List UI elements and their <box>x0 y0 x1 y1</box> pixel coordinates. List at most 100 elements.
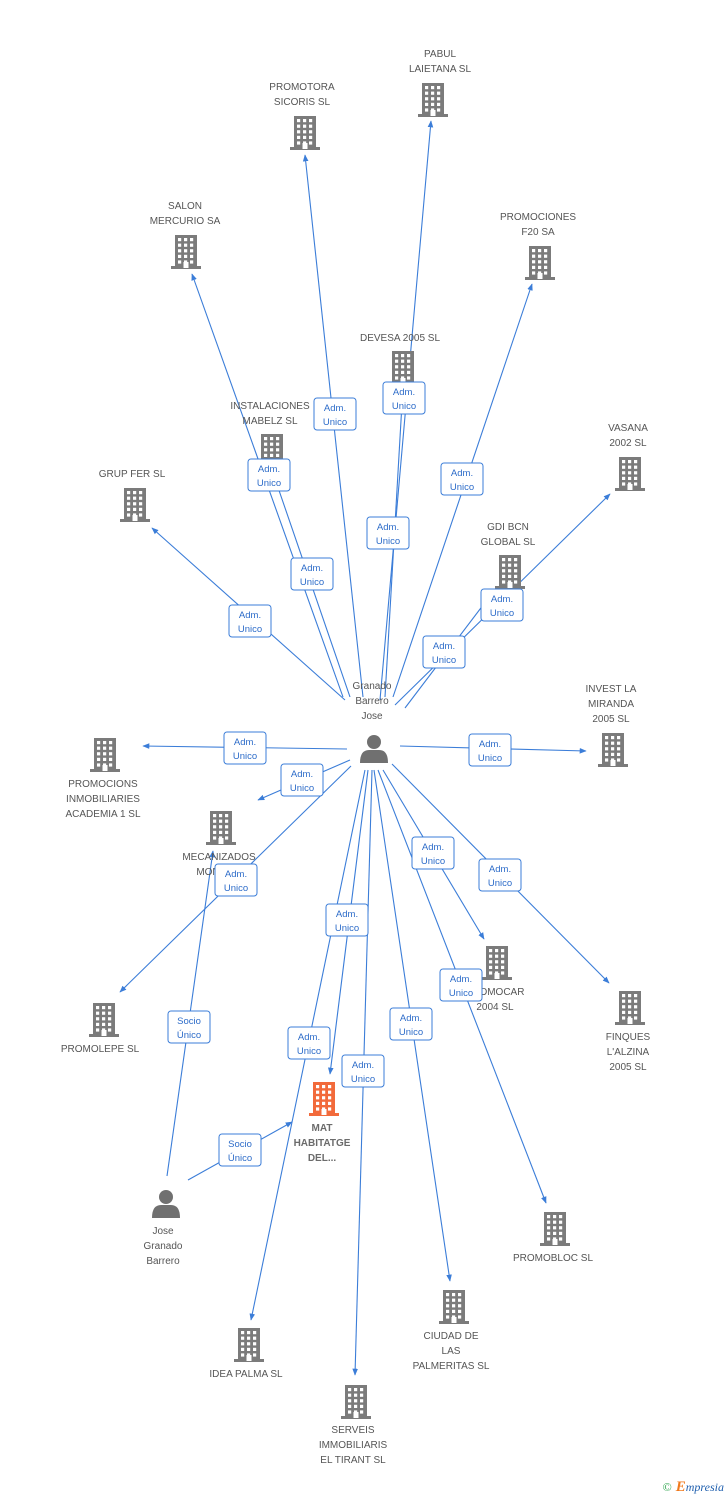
badge-text: Adm.Unico <box>323 403 347 428</box>
node-label-serveis-line: EL TIRANT SL <box>320 1455 386 1466</box>
node-label-jose-line: Jose <box>152 1226 174 1237</box>
node-label-idea: IDEA PALMA SL <box>209 1369 283 1380</box>
badge-text-line: Adm. <box>336 909 358 920</box>
badge-text: Adm.Unico <box>351 1060 375 1085</box>
building-icon-grupfer[interactable] <box>120 488 150 522</box>
badge-text-line: Adm. <box>479 739 501 750</box>
node-label-promolepe-line: PROMOLEPE SL <box>61 1044 140 1055</box>
node-label-granado-line: Granado <box>353 681 392 692</box>
building-icon-invest[interactable] <box>598 733 628 767</box>
node-label-granado-line: Jose <box>361 711 383 722</box>
node-label-promobloc-line: PROMOBLOC SL <box>513 1253 593 1264</box>
node-label-mat-habitatge-line: DEL... <box>308 1153 337 1164</box>
badge-text-line: Adm. <box>352 1060 374 1071</box>
node-label-mabelz-line: MABELZ SL <box>242 416 297 427</box>
badge-text: Adm. Unico <box>392 387 416 412</box>
building-icon-promocar[interactable] <box>482 946 512 980</box>
building-icon-mat-habitatge[interactable] <box>309 1082 339 1116</box>
node-label-academia-line: PROMOCIONS <box>68 779 138 790</box>
node-label-finques-line: 2005 SL <box>609 1062 647 1073</box>
badge-text-line: Adm. <box>301 563 323 574</box>
building-icon-ciudad[interactable] <box>439 1290 469 1324</box>
node-label-vasana-line: VASANA <box>608 423 648 434</box>
badge-text: Adm.Unico <box>399 1013 423 1038</box>
node-label-pabul-line: LAIETANA SL <box>409 64 472 75</box>
node-label-academia-line: ACADEMIA 1 SL <box>65 809 140 820</box>
node-label-grupfer-line: GRUP FER SL <box>99 469 166 480</box>
badge-text: Adm.Unico <box>421 842 445 867</box>
building-icon-vasana[interactable] <box>615 457 645 491</box>
person-icon-jose[interactable] <box>152 1190 180 1218</box>
badge-adm-unico-salon: Adm.Unico <box>247 458 291 492</box>
badge-text: Adm.Unico <box>300 563 324 588</box>
badge-text-line: Unico <box>432 655 456 666</box>
node-label-gdibcn-line: GLOBAL SL <box>481 537 536 548</box>
badge-adm-unico-idea: Adm.Unico <box>287 1026 331 1060</box>
node-label-idea-line: IDEA PALMA SL <box>209 1369 283 1380</box>
badge-text-line: Adm. <box>393 387 415 398</box>
node-label-mabelz-line: INSTALACIONES <box>230 401 310 412</box>
badge-text-line: Unico <box>488 878 512 889</box>
building-icon-academia[interactable] <box>90 738 120 772</box>
building-icon-serveis[interactable] <box>341 1385 371 1419</box>
badge-text-line: Unico <box>323 417 347 428</box>
badge-text-line: Unico <box>478 753 502 764</box>
brand-initial: E <box>675 1479 686 1495</box>
badge-adm-unico-invest: Adm. Unico <box>468 733 512 767</box>
node-label-salon-line: SALON <box>168 201 202 212</box>
badge-adm-unico-serveis: Adm.Unico <box>341 1054 385 1088</box>
building-icon-promolepe[interactable] <box>89 1003 119 1037</box>
badge-text: Adm. Unico <box>478 739 502 764</box>
building-icon-gdibcn[interactable] <box>495 555 525 589</box>
node-label-pabul-line: PABUL <box>424 49 456 60</box>
building-icon-pabul[interactable] <box>418 83 448 117</box>
badge-text: Adm.Unico <box>238 610 262 635</box>
badge-text-line: Adm. <box>489 864 511 875</box>
badge-adm-unico-mecanizados: Adm.Unico <box>280 763 324 797</box>
building-icon-promobloc[interactable] <box>540 1212 570 1246</box>
node-label-serveis-line: IMMOBILIARIS <box>319 1440 388 1451</box>
node-label-f20-line: PROMOCIONES <box>500 212 576 223</box>
badge-adm-unico-promotora: Adm.Unico <box>313 397 357 431</box>
badge-adm-unico-finques: Adm. Unico <box>478 858 522 892</box>
badge-text-line: Unico <box>392 401 416 412</box>
node-label-jose-line: Granado <box>144 1241 183 1252</box>
node-label-salon: SALON MERCURIO SA <box>150 201 221 227</box>
badge-text: Adm. Unico <box>488 864 512 889</box>
badge-adm-unico-promolepe: Adm.Unico <box>214 863 258 897</box>
badge-text-line: Socio <box>228 1139 252 1150</box>
node-label-finques-line: L'ALZINA <box>607 1047 650 1058</box>
node-label-promotora-line: PROMOTORA <box>269 82 335 93</box>
node-label-promobloc: PROMOBLOC SL <box>513 1253 593 1264</box>
node-label-mecanizados-line: MECANIZADOS <box>182 852 256 863</box>
badge-adm-unico-grupfer: Adm.Unico <box>228 604 272 638</box>
node-label-gdibcn-line: GDI BCN <box>487 522 529 533</box>
badge-adm-unico-gdibcn: Adm.Unico <box>480 588 524 622</box>
copyright-symbol: © <box>662 1480 672 1494</box>
badge-text-line: Unico <box>335 923 359 934</box>
building-icon-mecanizados[interactable] <box>206 811 236 845</box>
building-icon-f20[interactable] <box>525 246 555 280</box>
node-label-f20-line: F20 SA <box>521 227 555 238</box>
edges-layer <box>119 120 611 1376</box>
person-icon-granado[interactable] <box>360 735 388 763</box>
building-icon-devesa[interactable] <box>388 351 418 385</box>
node-label-salon-line: MERCURIO SA <box>150 216 221 227</box>
building-icon-salon[interactable] <box>171 235 201 269</box>
badge-text: Adm.Unico <box>490 594 514 619</box>
building-icon-promotora[interactable] <box>290 116 320 150</box>
badge-text-line: Unico <box>421 856 445 867</box>
badge-text-line: Adm. <box>433 641 455 652</box>
building-icon-idea[interactable] <box>234 1328 264 1362</box>
node-label-ciudad-line: PALMERITAS SL <box>413 1361 490 1372</box>
building-icon-finques[interactable] <box>615 991 645 1025</box>
badge-text-line: Adm. <box>450 974 472 985</box>
badge-text: Adm.Unico <box>376 522 400 547</box>
